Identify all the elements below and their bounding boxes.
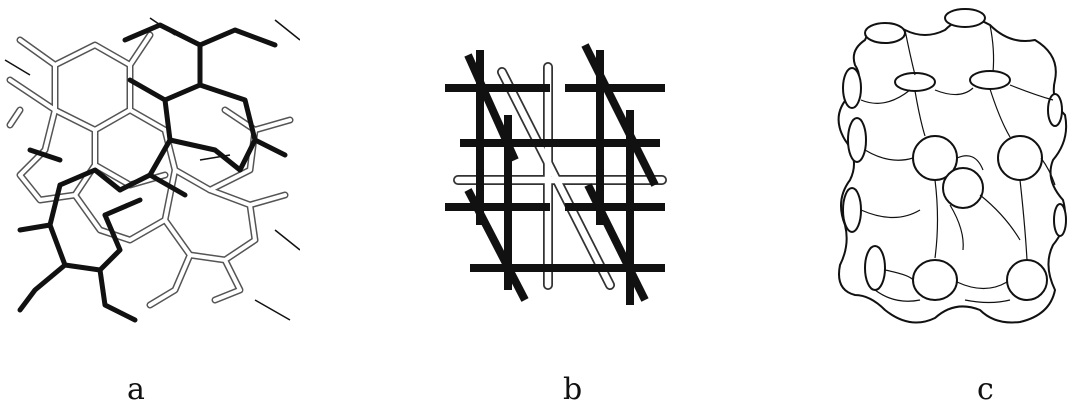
rod-lattice-figure xyxy=(440,0,680,340)
gyroid-network-figure xyxy=(0,0,300,340)
panel-a-label: a xyxy=(127,372,145,407)
panel-b-rod-lattice xyxy=(440,0,680,340)
panel-c-label: c xyxy=(977,372,994,407)
panel-a-gyroid-network xyxy=(0,0,300,340)
panel-c-minimal-surface xyxy=(815,0,1072,340)
minimal-surface-figure xyxy=(815,0,1072,340)
panel-b-label: b xyxy=(563,372,582,407)
